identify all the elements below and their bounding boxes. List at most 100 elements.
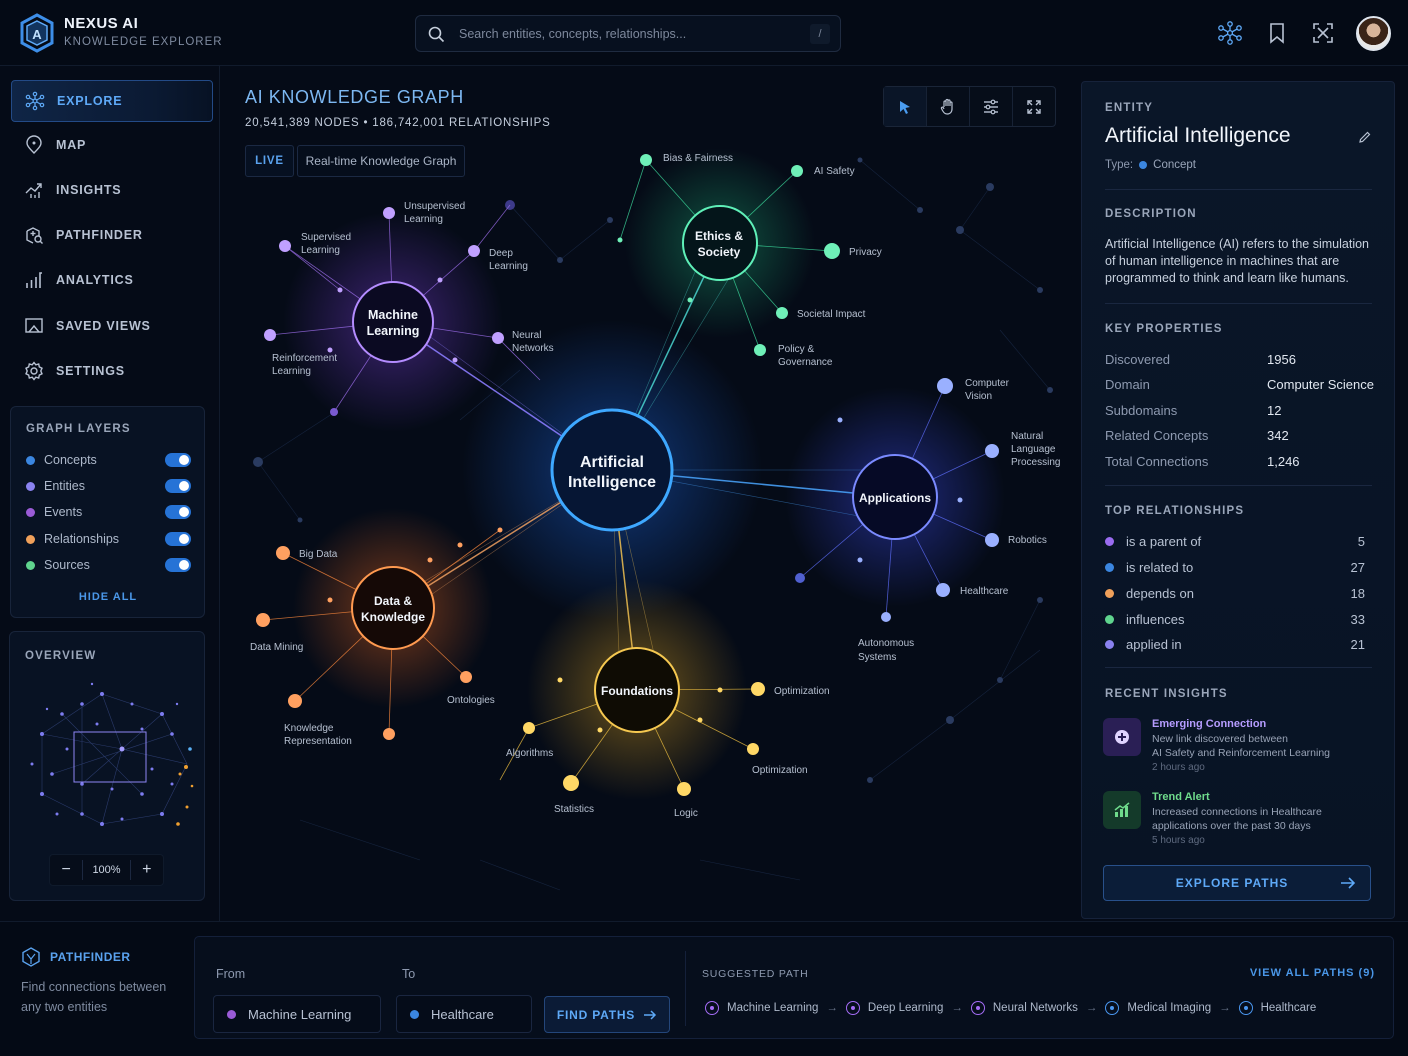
node-label: Vision (965, 391, 992, 402)
to-entity-input[interactable]: Healthcare (396, 995, 532, 1033)
realtime-mode-chip: Real-time Knowledge Graph (297, 145, 465, 177)
insight-title: Emerging Connection (1152, 718, 1267, 730)
path-node[interactable]: Neural Networks (970, 1001, 1078, 1015)
bar-chart-icon (26, 272, 42, 288)
to-entity-dot (410, 1009, 419, 1019)
graph-layers-title: GRAPH LAYERS (26, 423, 131, 435)
view-all-paths-link[interactable]: VIEW ALL PATHS (9) (1249, 967, 1375, 979)
graph-network-icon[interactable] (1217, 20, 1243, 46)
path-node-ring-icon (1105, 1001, 1120, 1015)
bookmark-icon[interactable] (1264, 20, 1290, 46)
from-label: From (216, 967, 246, 981)
live-badge: LIVE (245, 145, 294, 177)
select-cursor-icon (900, 100, 910, 114)
layer-name: Events (44, 505, 83, 519)
search-icon (428, 26, 445, 43)
search-shortcut-key: / (810, 24, 830, 44)
sidebar-item-analytics[interactable]: ANALYTICS (11, 259, 213, 301)
hub-label: Intelligence (568, 474, 656, 491)
explore-paths-button[interactable]: EXPLORE PATHS (1103, 865, 1371, 901)
sources-toggle[interactable] (165, 558, 191, 572)
hub-applications[interactable] (852, 454, 938, 540)
app-subtitle: KNOWLEDGE EXPLORER (64, 36, 223, 48)
search-placeholder: Search entities, concepts, relationships… (459, 27, 687, 41)
path-node-ring-icon (970, 1001, 985, 1015)
app-name: NEXUS AI (64, 15, 139, 32)
events-toggle[interactable] (165, 505, 191, 519)
hub-label: Knowledge (361, 610, 425, 624)
path-arrow-icon: → (826, 1002, 838, 1014)
sidebar-item-insights[interactable]: INSIGHTS (11, 169, 213, 211)
sidebar-item-explore[interactable]: EXPLORE (11, 80, 213, 122)
pathfinder-cube-icon (22, 947, 40, 967)
node-label: Data Mining (250, 642, 303, 653)
search-input[interactable]: Search entities, concepts, relationships… (415, 15, 841, 52)
filter-tool-button[interactable] (969, 87, 1012, 126)
node-label: Networks (512, 343, 554, 354)
hub-artificial-intelligence[interactable] (550, 408, 674, 532)
select-tool-button[interactable] (884, 87, 926, 126)
layer-name: Concepts (44, 453, 97, 467)
zoom-out-button[interactable]: − (61, 861, 71, 878)
layer-name: Relationships (44, 532, 120, 546)
edit-pencil-icon[interactable] (1358, 130, 1372, 144)
relationships-toggle[interactable] (165, 532, 191, 546)
knowledge-graph-canvas[interactable]: Artificial Intelligence Machine Learning… (221, 66, 1081, 921)
node-label: Supervised (301, 232, 351, 243)
path-node[interactable]: Deep Learning (845, 1001, 943, 1015)
description-title: DESCRIPTION (1105, 208, 1197, 220)
node-label: Algorithms (506, 748, 553, 759)
node-label: Processing (1011, 457, 1060, 468)
zoom-in-button[interactable]: + (142, 861, 152, 878)
hub-ethics-society[interactable] (682, 205, 758, 281)
layer-row-entities: Entities (26, 476, 191, 496)
relationships-dot (26, 534, 35, 544)
concepts-toggle[interactable] (165, 453, 191, 467)
hub-data-knowledge[interactable] (351, 566, 435, 650)
overview-minimap[interactable] (22, 674, 194, 844)
fullscreen-icon[interactable] (1310, 20, 1336, 46)
hub-label: Foundations (601, 684, 673, 698)
node-label: Bias & Fairness (663, 153, 733, 164)
top-bar: A NEXUS AI KNOWLEDGE EXPLORER Search ent… (0, 0, 1408, 66)
entity-details-panel: ENTITY Artificial Intelligence Type: Con… (1081, 81, 1395, 919)
node-label: Healthcare (960, 586, 1009, 597)
pan-tool-button[interactable] (926, 87, 969, 126)
from-entity-input[interactable]: Machine Learning (213, 995, 381, 1033)
node-label: Representation (284, 736, 352, 747)
divider (1105, 189, 1372, 190)
graph-stats: 20,541,389 NODES • 186,742,001 RELATIONS… (245, 117, 551, 129)
sidebar-item-label: SETTINGS (56, 364, 125, 378)
top-relationships-title: TOP RELATIONSHIPS (1105, 505, 1245, 517)
expand-tool-button[interactable] (1012, 87, 1055, 126)
sidebar-item-pathfinder[interactable]: PATHFINDER (11, 214, 213, 256)
hub-foundations[interactable] (594, 647, 680, 733)
path-node[interactable]: Healthcare (1238, 1001, 1316, 1015)
gear-icon (25, 361, 43, 381)
path-node-ring-icon (845, 1001, 860, 1015)
hide-all-button[interactable]: HIDE ALL (78, 591, 138, 603)
sidebar-item-label: SAVED VIEWS (56, 319, 151, 333)
sidebar-item-saved-views[interactable]: SAVED VIEWS (11, 305, 213, 347)
entities-toggle[interactable] (165, 479, 191, 493)
node-label: Computer (965, 378, 1010, 389)
avatar[interactable] (1356, 16, 1391, 51)
path-node[interactable]: Machine Learning (705, 1001, 818, 1015)
path-node[interactable]: Medical Imaging (1105, 1001, 1211, 1015)
node-label: Knowledge (284, 723, 334, 734)
sidebar-item-settings[interactable]: SETTINGS (11, 350, 213, 392)
entity-section-label: ENTITY (1105, 102, 1154, 114)
sidebar: EXPLORE MAP INSIGHTS PATHFINDER ANALYTIC… (0, 66, 220, 922)
sidebar-item-map[interactable]: MAP (11, 124, 213, 166)
graph-title: AI KNOWLEDGE GRAPH (245, 87, 464, 107)
find-paths-button[interactable]: FIND PATHS (544, 996, 670, 1033)
pathfinder-title: PATHFINDER (50, 950, 131, 964)
hub-machine-learning[interactable] (352, 281, 434, 363)
explore-paths-label: EXPLORE PATHS (1175, 876, 1289, 890)
sidebar-item-label: PATHFINDER (56, 228, 143, 242)
